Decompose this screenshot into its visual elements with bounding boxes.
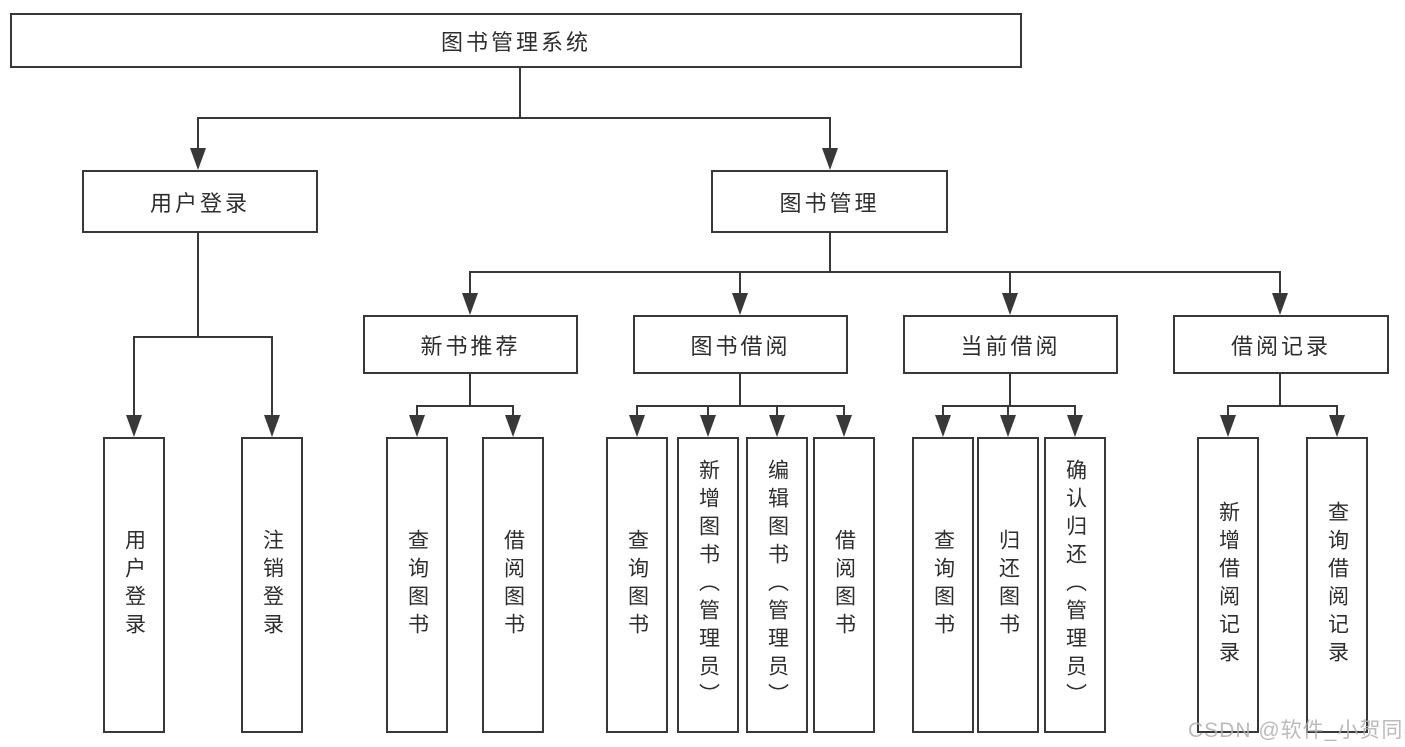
node-new-book-recommend: 新书推荐 <box>363 315 578 374</box>
leaf-label: 查询图书 <box>405 529 429 641</box>
connector-level1-bar <box>197 117 831 119</box>
node-label: 借阅记录 <box>1230 333 1331 359</box>
leaf-label: 借阅图书 <box>501 529 525 641</box>
arrowhead-down-icon <box>264 415 280 437</box>
arrowhead-down-icon <box>1000 415 1016 437</box>
connector-shaft <box>197 117 199 150</box>
connector-shaft <box>469 271 471 295</box>
leaf-label: 借阅图书 <box>832 529 856 641</box>
connector-stem <box>739 374 741 405</box>
node-label: 图书管理系统 <box>440 29 591 55</box>
arrowhead-down-icon <box>126 415 142 437</box>
leaf-return-books: 归还图书 <box>977 437 1039 733</box>
connector-shaft <box>739 271 741 295</box>
csdn-watermark: CSDN @软件_小贺同学 <box>1188 719 1405 742</box>
connector-shaft <box>512 405 514 417</box>
connector-login-stem <box>197 233 199 336</box>
leaf-label: 确认归还（管理员） <box>1063 459 1087 711</box>
connector-shaft <box>1007 405 1009 417</box>
leaf-query-books-current: 查询图书 <box>912 437 974 733</box>
leaf-logout: 注销登录 <box>241 437 303 733</box>
leaf-query-borrow-record: 查询借阅记录 <box>1306 437 1368 733</box>
node-label: 用户登录 <box>149 190 250 216</box>
arrowhead-down-icon <box>935 415 951 437</box>
connector-shaft <box>1227 405 1229 417</box>
leaf-label: 查询借阅记录 <box>1325 501 1349 669</box>
leaf-label: 编辑图书（管理员） <box>765 459 789 711</box>
arrowhead-down-icon <box>190 148 206 170</box>
connector-shaft <box>1279 271 1281 295</box>
connector-level2-bar <box>469 271 1281 273</box>
arrowhead-down-icon <box>1067 415 1083 437</box>
arrowhead-down-icon <box>1329 415 1345 437</box>
arrowhead-down-icon <box>836 415 852 437</box>
arrowhead-down-icon <box>1220 415 1236 437</box>
leaf-label: 新增图书（管理员） <box>696 459 720 711</box>
connector-shaft <box>636 405 638 417</box>
leaf-add-books-admin: 新增图书（管理员） <box>677 437 739 733</box>
connector-stem <box>1009 374 1011 405</box>
leaf-label: 注销登录 <box>260 529 284 641</box>
node-current-borrowing: 当前借阅 <box>903 315 1118 374</box>
node-library-system: 图书管理系统 <box>10 13 1022 68</box>
connector-shaft <box>416 405 418 417</box>
arrowhead-down-icon <box>822 148 838 170</box>
leaf-query-books-borrow: 查询图书 <box>606 437 668 733</box>
connector-stem <box>1279 374 1281 405</box>
connector-shaft <box>829 117 831 150</box>
connector-mgmt-stem <box>829 233 831 271</box>
leaf-label: 归还图书 <box>996 529 1020 641</box>
leaf-borrow-books: 借阅图书 <box>813 437 875 733</box>
node-label: 当前借阅 <box>960 333 1061 359</box>
arrowhead-down-icon <box>629 415 645 437</box>
leaf-edit-books-admin: 编辑图书（管理员） <box>746 437 808 733</box>
connector-stem <box>469 374 471 405</box>
arrowhead-down-icon <box>732 293 748 315</box>
arrowhead-down-icon <box>769 415 785 437</box>
node-label: 图书借阅 <box>690 333 791 359</box>
arrowhead-down-icon <box>462 293 478 315</box>
leaf-label: 新增借阅记录 <box>1216 501 1240 669</box>
connector-shaft <box>1009 271 1011 295</box>
connector-group-bar <box>1227 405 1338 407</box>
connector-shaft <box>843 405 845 417</box>
connector-group-bar <box>416 405 514 407</box>
connector-login-bar <box>133 336 273 338</box>
connector-group-bar <box>942 405 1076 407</box>
arrowhead-down-icon <box>1002 293 1018 315</box>
leaf-borrow-books-recommend: 借阅图书 <box>482 437 544 733</box>
arrowhead-down-icon <box>700 415 716 437</box>
leaf-label: 用户登录 <box>122 529 146 641</box>
connector-shaft <box>1074 405 1076 417</box>
node-label: 新书推荐 <box>420 333 521 359</box>
node-book-management: 图书管理 <box>711 170 948 233</box>
leaf-query-books-recommend: 查询图书 <box>386 437 448 733</box>
connector-group-bar <box>636 405 845 407</box>
leaf-add-borrow-record: 新增借阅记录 <box>1197 437 1259 733</box>
connector-shaft <box>271 336 273 417</box>
arrowhead-down-icon <box>409 415 425 437</box>
leaf-label: 查询图书 <box>931 529 955 641</box>
connector-shaft <box>776 405 778 417</box>
leaf-label: 查询图书 <box>625 529 649 641</box>
connector-shaft <box>707 405 709 417</box>
leaf-user-login: 用户登录 <box>103 437 165 733</box>
arrowhead-down-icon <box>1272 293 1288 315</box>
connector-root-stem <box>519 68 521 117</box>
arrowhead-down-icon <box>505 415 521 437</box>
node-book-borrowing: 图书借阅 <box>633 315 848 374</box>
node-user-login: 用户登录 <box>82 170 318 233</box>
leaf-confirm-return-admin: 确认归还（管理员） <box>1044 437 1106 733</box>
connector-shaft <box>1336 405 1338 417</box>
connector-shaft <box>133 336 135 417</box>
connector-shaft <box>942 405 944 417</box>
node-label: 图书管理 <box>779 190 880 216</box>
node-borrowing-records: 借阅记录 <box>1173 315 1389 374</box>
